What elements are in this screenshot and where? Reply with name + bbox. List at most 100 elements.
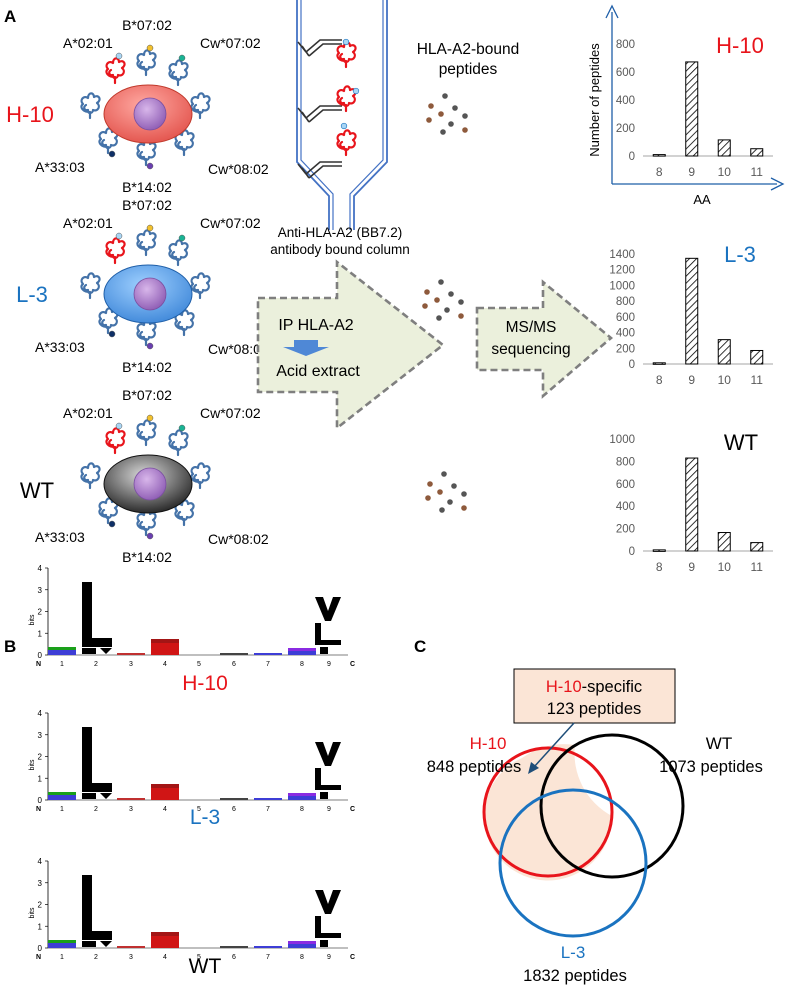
- peptide-dot: [442, 93, 448, 99]
- hla-molecule-icon: [105, 237, 126, 265]
- peptide-dot: [440, 129, 446, 135]
- antibody-label-line1: Anti-HLA-A2 (BB7.2): [278, 225, 403, 240]
- peptide-dot: [447, 499, 453, 505]
- peptide-dot-icon: [146, 44, 154, 52]
- down-arrow-icon: [283, 340, 329, 356]
- y-tick-label: 600: [616, 479, 635, 491]
- logo-tick-label: 3: [38, 879, 43, 888]
- peptide-dot-icon: [178, 234, 186, 242]
- x-tick-label: 8: [656, 165, 663, 179]
- logo-letter-stack: [220, 946, 248, 948]
- bar-8: [652, 154, 666, 157]
- hla-molecule-icon: [80, 92, 101, 120]
- hla-molecule-icon: [105, 57, 126, 85]
- bar-10: [717, 532, 731, 552]
- peptide-dot: [458, 313, 464, 319]
- hla-molecule-icon: [105, 427, 126, 455]
- hla-molecule-icon: [168, 239, 189, 267]
- venn-h10-count: 848 peptides: [427, 758, 522, 776]
- logo-c-label: C: [350, 661, 355, 668]
- peptide-dot-icon: [146, 342, 154, 350]
- x-axis-label: AA: [693, 192, 711, 207]
- logo-letter-stack: [151, 788, 179, 793]
- logo-letter-stack: [151, 639, 179, 643]
- y-axis-arrow-icon: [605, 4, 619, 19]
- logo-letter-stack: [254, 653, 282, 655]
- x-tick-label: 11: [751, 165, 764, 179]
- peptide-dot: [428, 103, 434, 109]
- logo-position-label: 5: [197, 954, 201, 961]
- logo-letter-l: [82, 875, 112, 940]
- logo-letter-stack: [48, 647, 76, 650]
- x-axis-arrow-icon: [770, 177, 785, 191]
- logo-letter-stack: [288, 941, 316, 944]
- logo-title: L-3: [190, 806, 220, 829]
- logo-letter-stack: [254, 798, 282, 800]
- hla-molecule-icon: [80, 462, 101, 490]
- allele-label: B*07:02: [122, 387, 172, 403]
- logo-position-label: 3: [129, 806, 133, 813]
- logo-tick-label: 1: [38, 774, 43, 783]
- y-tick-label: 0: [629, 151, 635, 163]
- logo-letter-stack: [48, 943, 76, 948]
- ip-hla-a2-label: IP HLA-A2: [278, 317, 353, 334]
- cell-nucleus: [133, 277, 167, 311]
- logo-position-label: 1: [60, 661, 64, 668]
- hla-molecule-icon: [136, 419, 157, 447]
- logo-position-label: 8: [300, 661, 304, 668]
- cell-wt: WTA*02:01B*07:02Cw*07:02A*33:03B*14:02Cw…: [20, 387, 269, 565]
- logo-tick-label: 3: [38, 731, 43, 740]
- hla-molecule-icon: [168, 429, 189, 457]
- logo-letter-l9: [315, 916, 341, 938]
- logo-tick-label: 1: [38, 922, 43, 931]
- allele-label: A*33:03: [35, 529, 85, 545]
- ms-label-line2: sequencing: [491, 341, 570, 358]
- x-tick-label: 10: [718, 165, 732, 179]
- logo-position-label: 2: [94, 954, 98, 961]
- bar-11: [750, 148, 764, 157]
- x-tick-label: 11: [751, 560, 764, 574]
- logo-position-label: 4: [163, 806, 167, 813]
- logo-letter-stack: [288, 648, 316, 651]
- x-tick-label: 10: [718, 373, 732, 387]
- peptide-dot-icon: [108, 520, 116, 528]
- logo-position-label: 6: [232, 661, 236, 668]
- logo-n-label: N: [36, 806, 41, 813]
- logo-c-label: C: [350, 806, 355, 813]
- logo-letter-stack: [288, 651, 316, 655]
- logo-letter-stack: [48, 940, 76, 943]
- logo-position-label: 4: [163, 661, 167, 668]
- peptide-dot-icon: [146, 224, 154, 232]
- logo-position-label: 7: [266, 661, 270, 668]
- x-tick-label: 10: [718, 560, 732, 574]
- peptide-dot-icon: [146, 414, 154, 422]
- panel-letter-a: A: [4, 7, 16, 26]
- bar-9: [685, 457, 699, 552]
- logo-tick-label: 0: [38, 651, 43, 660]
- logo-letter-stack: [288, 793, 316, 796]
- logo-letter-stack: [117, 653, 145, 655]
- allele-label: A*33:03: [35, 159, 85, 175]
- allele-label: Cw*07:02: [200, 35, 261, 51]
- bar-9: [685, 257, 699, 365]
- logo-n-label: N: [36, 954, 41, 961]
- venn-wt-count: 1073 peptides: [659, 758, 763, 776]
- logo-bits-label: bits: [29, 614, 36, 625]
- bar-9: [685, 61, 699, 157]
- panel-letter-c: C: [414, 637, 426, 656]
- logo-position-label: 9: [327, 954, 331, 961]
- y-tick-label: 800: [616, 456, 635, 468]
- y-tick-label: 400: [616, 328, 635, 340]
- y-tick-label: 800: [616, 39, 635, 51]
- peptide-dot: [461, 505, 467, 511]
- peptide-dot-icon: [115, 52, 123, 60]
- allele-label: A*02:01: [63, 215, 113, 231]
- hla-molecule-icon: [136, 49, 157, 77]
- logo-position-label: 3: [129, 661, 133, 668]
- peptide-dot: [452, 105, 458, 111]
- logo-tick-label: 4: [38, 564, 43, 573]
- venn-l3-name: L-3: [561, 943, 586, 962]
- logo-letter-l: [82, 582, 112, 647]
- logo-tick-label: 4: [38, 709, 43, 718]
